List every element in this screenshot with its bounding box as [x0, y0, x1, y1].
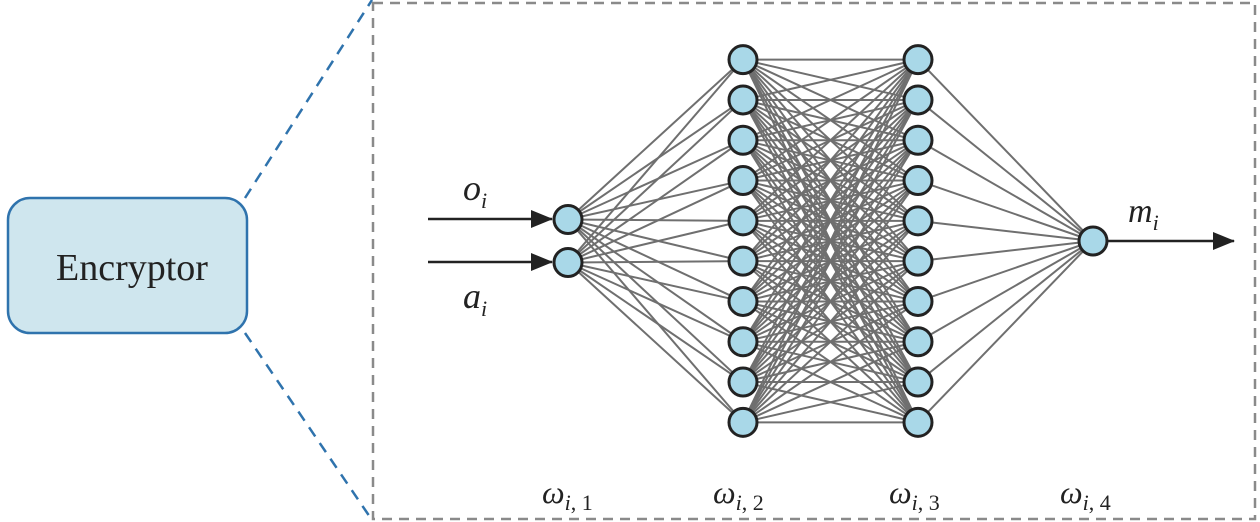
edge-l3-5-to-1	[917, 219, 1094, 242]
zoom-connector-bottom	[243, 332, 374, 521]
edge-l2-10-to-3	[742, 139, 919, 423]
neuron-layer2-6	[727, 245, 759, 277]
neuron-layer1-2	[552, 247, 584, 278]
edge-l1-2-to-9	[567, 261, 744, 383]
edge-l1-2-to-8	[567, 261, 744, 343]
edge-l3-7-to-1	[917, 240, 1094, 303]
neuron-layer3-7	[902, 285, 934, 317]
edge-l1-1-to-5	[567, 218, 744, 222]
edge-l1-1-to-1	[567, 58, 744, 221]
edge-l1-1-to-4	[567, 179, 744, 221]
neuron-layer3-6	[902, 245, 934, 277]
edge-l1-2-to-2	[567, 99, 744, 264]
neuron-layer2-10	[727, 406, 759, 438]
neuron-layer4-1	[1077, 225, 1109, 257]
edge-l3-8-to-1	[917, 240, 1094, 343]
edge-l2-6-to-1	[742, 58, 919, 262]
weight-label-1: ωi, 1	[542, 474, 593, 515]
edge-l2-10-to-1	[742, 59, 919, 423]
edge-l1-1-to-9	[567, 218, 744, 383]
network-nodes	[552, 44, 1109, 438]
edge-l2-2-to-1	[742, 58, 919, 101]
weight-label-2: ωi, 2	[713, 474, 764, 515]
edge-l2-7-to-1	[742, 59, 919, 303]
edge-l3-3-to-1	[917, 139, 1094, 242]
edge-l1-2-to-4	[567, 179, 744, 264]
edge-l2-10-to-6	[742, 260, 919, 424]
neuron-layer2-1	[727, 44, 759, 76]
neuron-layer2-8	[727, 326, 759, 358]
edge-l1-2-to-3	[567, 139, 744, 264]
neuron-layer3-1	[902, 44, 934, 76]
input-label-o: oi	[463, 168, 487, 213]
edge-l3-9-to-1	[917, 240, 1094, 383]
edge-l3-4-to-1	[917, 179, 1094, 242]
edge-l2-3-to-1	[742, 58, 919, 142]
edge-l3-6-to-1	[917, 240, 1094, 263]
edge-l2-10-to-8	[742, 340, 919, 424]
edge-l1-2-to-5	[567, 219, 744, 264]
edge-l1-2-to-10	[567, 261, 744, 424]
edge-l2-8-to-1	[742, 59, 919, 343]
edge-l2-10-to-9	[742, 381, 919, 424]
neuron-layer2-9	[727, 366, 759, 398]
edge-l1-2-to-7	[567, 261, 744, 303]
weight-label-4: ωi, 4	[1060, 474, 1111, 515]
edge-l3-1-to-1	[917, 58, 1094, 242]
edge-l2-10-to-4	[742, 179, 919, 423]
detail-frame	[371, 1, 1257, 521]
neuron-layer2-4	[727, 165, 759, 197]
neuron-layer3-5	[902, 205, 934, 237]
neuron-layer3-10	[902, 406, 934, 438]
encryptor-box	[6, 196, 249, 335]
neuron-layer3-8	[902, 326, 934, 358]
neuron-layer3-4	[902, 165, 934, 197]
edge-l1-1-to-8	[567, 218, 744, 343]
edge-l1-2-to-6	[567, 260, 744, 264]
edge-l2-9-to-1	[742, 59, 919, 383]
edge-l1-1-to-10	[567, 218, 744, 424]
edge-l3-2-to-1	[917, 99, 1094, 242]
edge-l1-1-to-6	[567, 218, 744, 263]
neuron-layer3-2	[902, 84, 934, 116]
edge-l1-1-to-7	[567, 218, 744, 303]
edge-l2-10-to-5	[742, 220, 919, 424]
network-edges	[567, 58, 1094, 424]
neuron-layer2-5	[727, 205, 759, 237]
neuron-layer2-7	[727, 285, 759, 317]
neuron-layer3-9	[902, 366, 934, 398]
edge-l2-4-to-1	[742, 58, 919, 182]
neuron-layer1-1	[552, 204, 584, 235]
edge-l3-10-to-1	[917, 240, 1094, 424]
edge-l2-10-to-7	[742, 300, 919, 424]
weight-label-3: ωi, 3	[889, 474, 940, 515]
edge-l1-2-to-1	[567, 58, 744, 264]
encryptor-label: Encryptor	[56, 247, 208, 289]
edge-l2-5-to-1	[742, 58, 919, 222]
zoom-connector-top	[243, 0, 374, 199]
output-label-m: mi	[1128, 193, 1159, 235]
neuron-layer2-2	[727, 84, 759, 116]
neuron-layer2-3	[727, 124, 759, 156]
edge-l2-10-to-2	[742, 99, 919, 423]
neuron-layer3-3	[902, 124, 934, 156]
input-label-a: ai	[463, 276, 487, 321]
encryptor-block[interactable]: Encryptor	[6, 196, 249, 335]
